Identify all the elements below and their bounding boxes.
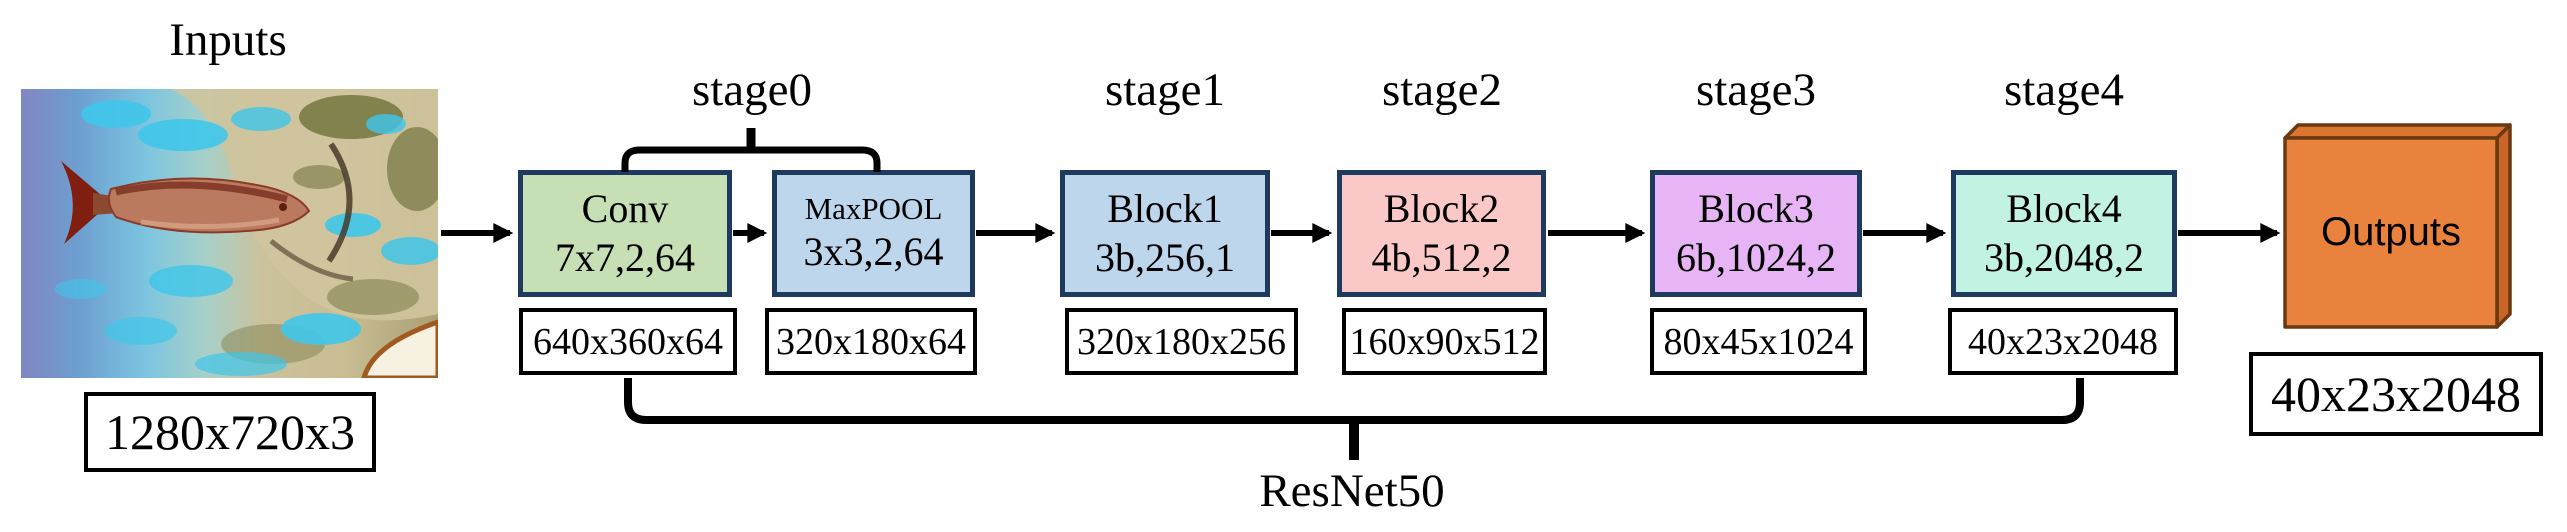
stage3-label: stage3 — [1695, 64, 1817, 116]
cyan-water-patches — [55, 100, 438, 376]
outputs-cube-top — [2283, 123, 2512, 140]
conv-block-params: 7x7,2,64 — [555, 234, 695, 280]
block4-params: 3b,2048,2 — [1984, 234, 2144, 280]
outputs-cube-side — [2495, 123, 2512, 329]
fish-tail-fin — [61, 161, 101, 244]
stage1-label: stage1 — [1104, 64, 1226, 116]
conv-block: Conv 7x7,2,64 — [518, 170, 732, 297]
block4-block: Block4 3b,2048,2 — [1951, 170, 2177, 297]
fish-dorsal-stripe — [115, 181, 288, 203]
maxpool-block-title: MaxPOOL — [804, 191, 943, 227]
block3-params: 6b,1024,2 — [1676, 234, 1836, 280]
block4-output-size-box: 40x23x2048 — [1948, 308, 2178, 375]
maxpool-block-params: 3x3,2,64 — [803, 229, 944, 274]
block2-title: Block2 — [1383, 185, 1500, 231]
input-size-box: 1280x720x3 — [84, 392, 376, 472]
fish — [61, 161, 311, 244]
block3-block: Block3 6b,1024,2 — [1650, 170, 1862, 297]
shadow-arc-2 — [269, 239, 354, 282]
block1-params: 3b,256,1 — [1095, 234, 1235, 280]
stage4-label: stage4 — [2003, 64, 2125, 116]
block3-title: Block3 — [1698, 185, 1814, 231]
block2-block: Block2 4b,512,2 — [1337, 170, 1546, 297]
block1-title: Block1 — [1107, 185, 1223, 231]
stage2-label: stage2 — [1381, 64, 1503, 116]
output-size-box: 40x23x2048 — [2249, 352, 2543, 436]
resnet50-brace — [624, 378, 2084, 460]
maxpool-block: MaxPOOL 3x3,2,64 — [772, 170, 975, 297]
block4-title: Block4 — [2006, 185, 2122, 231]
inputs-label: Inputs — [169, 14, 287, 66]
shadow-arc — [326, 142, 353, 263]
block2-output-size-box: 160x90x512 — [1342, 308, 1547, 375]
block1-output-size-box: 320x180x256 — [1065, 308, 1298, 375]
stage0-label: stage0 — [691, 64, 813, 116]
conv-output-size-box: 640x360x64 — [519, 308, 737, 375]
stage0-brace — [621, 128, 881, 172]
maxpool-output-size-box: 320x180x64 — [765, 308, 977, 375]
block3-output-size-box: 80x45x1024 — [1650, 308, 1867, 375]
fish-belly-highlight — [140, 217, 280, 230]
block1-block: Block1 3b,256,1 — [1060, 170, 1270, 297]
input-fish-image — [21, 89, 438, 378]
block2-params: 4b,512,2 — [1371, 234, 1512, 280]
conv-block-title: Conv — [581, 185, 669, 231]
resnet50-label: ResNet50 — [1259, 465, 1445, 517]
fish-eye — [279, 203, 287, 211]
sand-patch — [361, 319, 438, 378]
outputs-label: Outputs — [2320, 210, 2462, 254]
